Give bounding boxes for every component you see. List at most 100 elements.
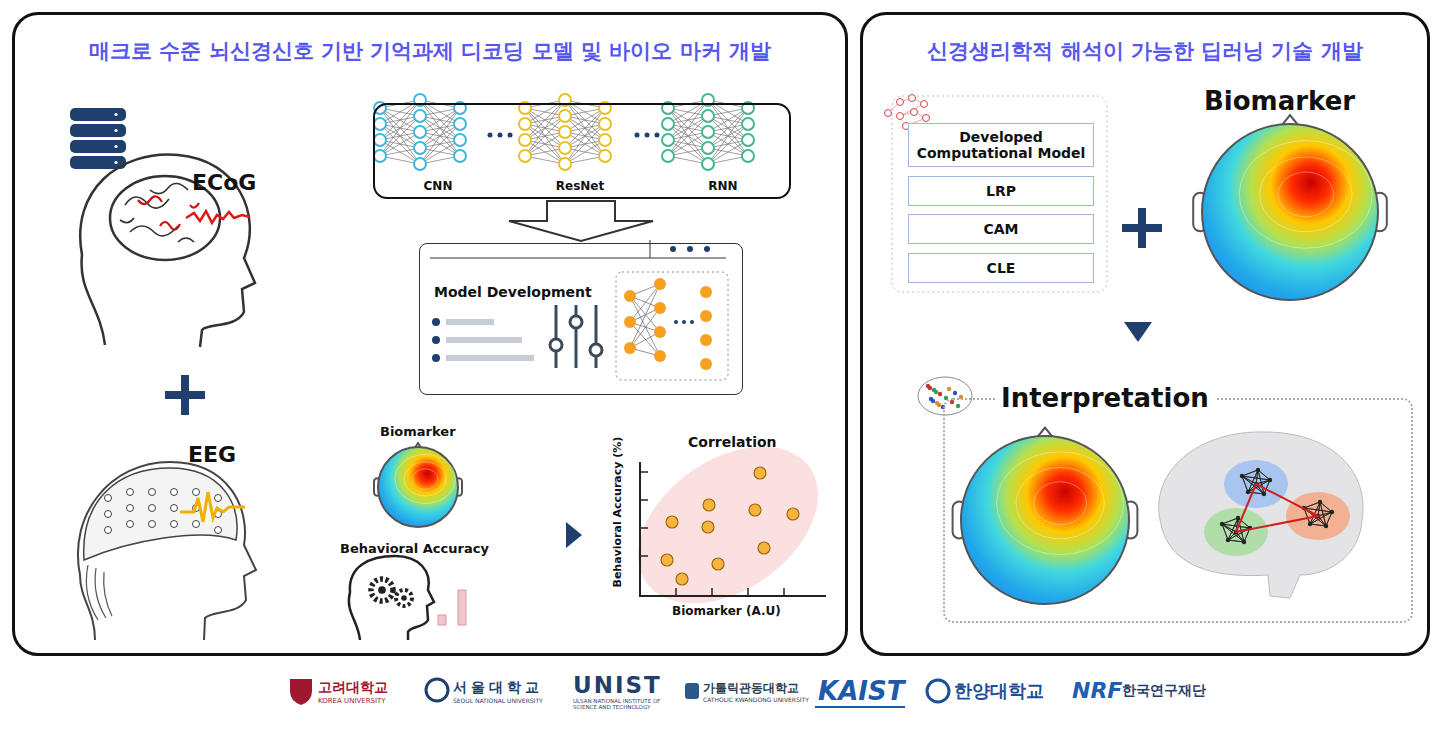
data-point bbox=[787, 508, 799, 520]
eeg-wave bbox=[180, 492, 245, 522]
database-light bbox=[114, 145, 117, 148]
net-node bbox=[624, 316, 636, 328]
method-name: CAM bbox=[983, 221, 1018, 237]
net-node bbox=[654, 278, 666, 290]
tick bbox=[711, 588, 713, 596]
ellipsis-dot bbox=[488, 133, 493, 138]
emblem bbox=[426, 679, 448, 701]
net-node bbox=[909, 95, 916, 102]
eeg-electrode bbox=[105, 495, 112, 502]
logo-text: 한양대학교 bbox=[954, 679, 1044, 703]
data-point bbox=[676, 573, 688, 585]
brain-node bbox=[937, 403, 941, 407]
ellipsis-dot bbox=[690, 320, 694, 324]
net-node bbox=[1324, 524, 1328, 528]
net-node bbox=[885, 110, 892, 117]
net-node bbox=[700, 334, 712, 346]
net-node bbox=[654, 326, 666, 338]
net-node bbox=[921, 101, 928, 108]
box-label: ResNet bbox=[535, 179, 625, 193]
topographic-head bbox=[1193, 115, 1387, 300]
brain-lateral bbox=[1159, 432, 1363, 598]
panel: 매크로 수준 뇌신경신호 기반 기억과제 디코딩 모델 및 바이오 마커 개발C… bbox=[12, 12, 848, 656]
figure-label: Biomarker bbox=[380, 424, 456, 439]
logo-text: CATHOLIC KWANDONG UNIVERSITY bbox=[703, 696, 809, 703]
content-box: Interpretation bbox=[943, 398, 1413, 623]
logo-text: UNIST bbox=[573, 672, 662, 698]
net-node bbox=[1246, 490, 1250, 494]
arrow-triangle bbox=[1124, 322, 1152, 342]
net-edge bbox=[1310, 524, 1326, 526]
brain-node bbox=[950, 400, 954, 404]
logo-text: 서울대학교 bbox=[453, 679, 543, 697]
window-dot bbox=[704, 246, 710, 252]
logo-text: 한국연구재단 bbox=[1122, 682, 1206, 700]
bullet bbox=[432, 318, 440, 326]
net-node bbox=[1220, 522, 1224, 526]
emblem bbox=[815, 706, 905, 708]
brain-fold bbox=[120, 218, 134, 223]
bullet bbox=[432, 336, 440, 344]
slider-knob bbox=[550, 339, 562, 351]
brain-fold bbox=[125, 197, 169, 208]
method-name: LRP bbox=[986, 183, 1016, 199]
data-point bbox=[666, 516, 678, 528]
eeg-electrode bbox=[127, 489, 134, 496]
topographic-head bbox=[374, 443, 462, 527]
ellipsis-dot bbox=[508, 133, 513, 138]
net-edge bbox=[1222, 524, 1228, 540]
ecog-wave bbox=[186, 211, 250, 223]
net-node bbox=[923, 115, 930, 122]
net-edge bbox=[1242, 476, 1256, 484]
database-light bbox=[114, 113, 117, 116]
database-disk bbox=[70, 108, 126, 121]
plus-sign bbox=[1138, 208, 1146, 248]
emblem bbox=[685, 683, 699, 699]
net-node bbox=[624, 290, 636, 302]
method-box: Developed Computational Model bbox=[908, 123, 1094, 167]
data-point bbox=[703, 499, 715, 511]
tick bbox=[640, 471, 648, 473]
method-name: Developed Computational Model bbox=[915, 129, 1087, 161]
data-point bbox=[702, 521, 714, 533]
electrode-signal bbox=[190, 203, 199, 208]
window-bar bbox=[430, 258, 726, 259]
emblem bbox=[290, 679, 312, 705]
box-label: Interpretation bbox=[995, 383, 1215, 413]
brain-icon bbox=[918, 377, 972, 415]
network-icon bbox=[374, 94, 466, 170]
panel-title: 매크로 수준 뇌신경신호 기반 기억과제 디코딩 모델 및 바이오 마커 개발 bbox=[15, 37, 845, 65]
eeg-electrode bbox=[215, 495, 222, 502]
eeg-electrode bbox=[193, 521, 200, 528]
box-label: RNN bbox=[678, 179, 768, 193]
net-node bbox=[1318, 500, 1322, 504]
logo-text: 가톨릭관동대학교 bbox=[703, 680, 799, 697]
electrode-signal bbox=[138, 196, 162, 204]
net-node bbox=[1268, 478, 1272, 482]
eeg-electrode bbox=[193, 489, 200, 496]
bar bbox=[458, 590, 466, 625]
tick bbox=[675, 588, 677, 596]
net-node bbox=[1226, 538, 1230, 542]
brain-node bbox=[934, 390, 938, 394]
ellipsis-dot bbox=[645, 133, 650, 138]
region-link bbox=[1236, 484, 1318, 532]
net-node bbox=[1256, 468, 1260, 472]
database-light bbox=[114, 129, 117, 132]
net-node bbox=[897, 113, 904, 120]
text-bar bbox=[446, 355, 534, 361]
panel-title: 신경생리학적 해석이 가능한 딥러닝 기술 개발 bbox=[863, 37, 1427, 65]
plus-sign bbox=[181, 375, 189, 415]
ellipsis-dot bbox=[682, 320, 686, 324]
brain-fold bbox=[150, 183, 188, 193]
ellipsis-dot bbox=[498, 133, 503, 138]
figure-label: Behavioral Accuracy bbox=[340, 541, 489, 556]
logo-text: SEOUL NATIONAL UNIVERSITY bbox=[453, 697, 543, 704]
database-disk bbox=[70, 124, 126, 137]
figure-label: EEG bbox=[188, 442, 236, 467]
net-edge bbox=[1248, 492, 1264, 494]
data-point bbox=[712, 558, 724, 570]
net-edge bbox=[900, 104, 924, 116]
data-point bbox=[749, 504, 761, 516]
